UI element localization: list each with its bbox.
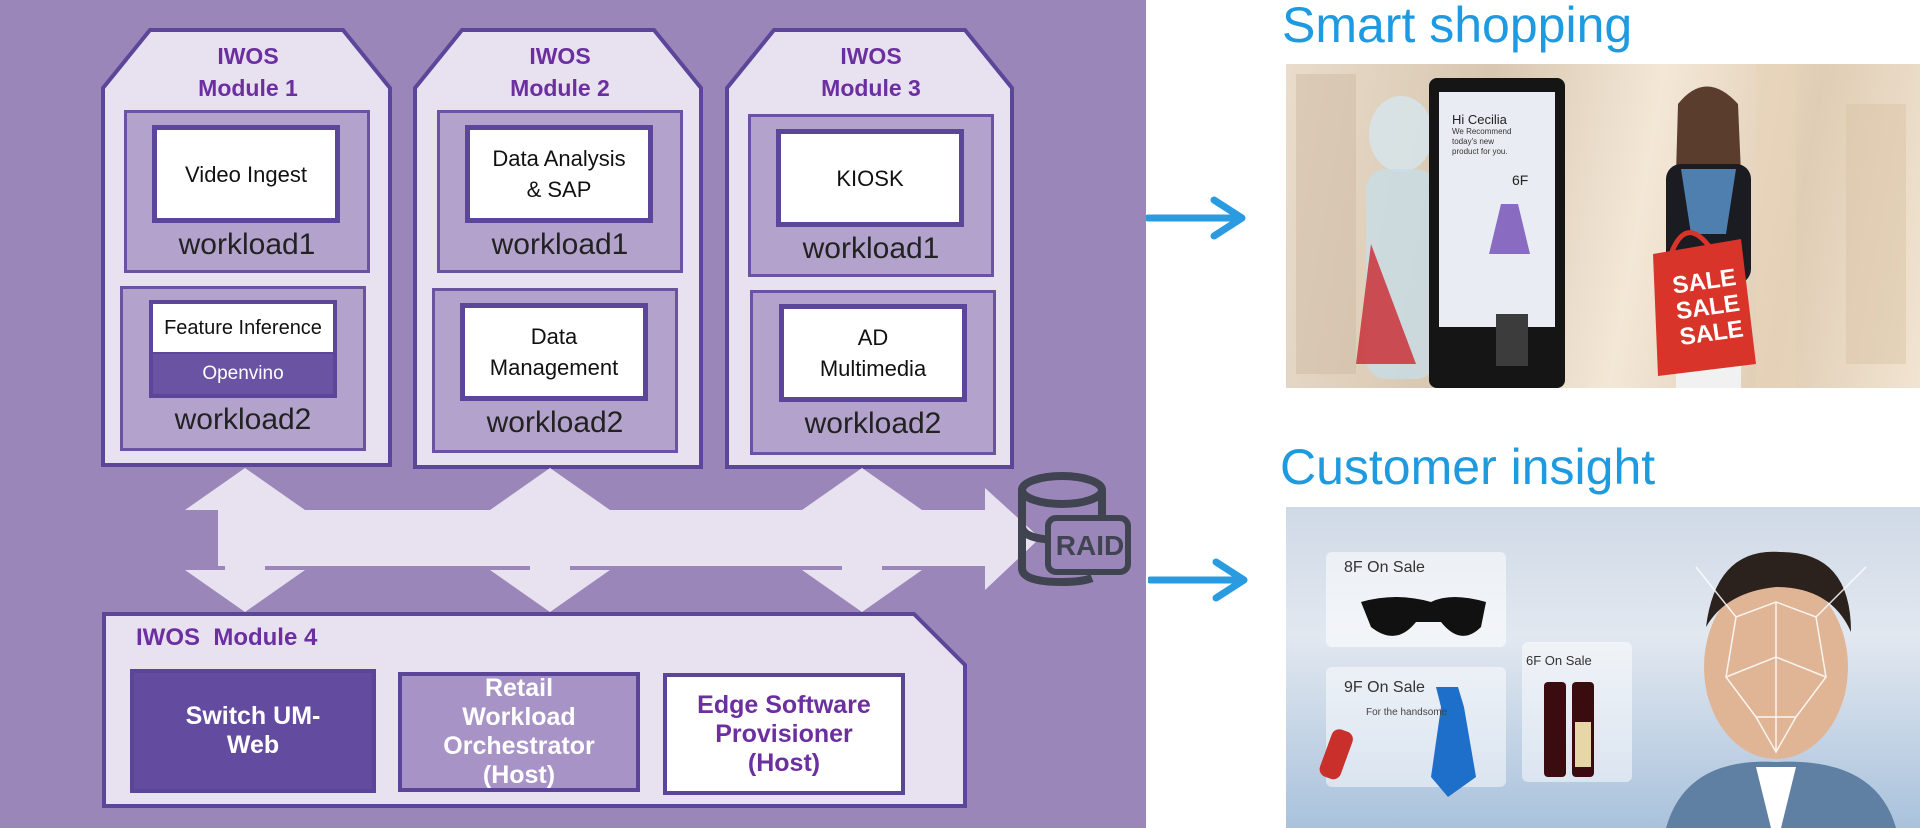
kiosk-floor-label: 6F (1512, 172, 1529, 188)
card3-label: 6F On Sale (1526, 653, 1592, 668)
smart-shopping-illustration (1296, 64, 1906, 388)
module1-workload2: Feature Inference Openvino workload2 (120, 286, 366, 451)
ad-multimedia-line2: Multimedia (819, 356, 927, 381)
feature-inference-label: Feature Inference (153, 304, 333, 354)
provisioner-line3: (Host) (747, 748, 821, 777)
kiosk-label: KIOSK (836, 165, 904, 191)
workload-label: workload2 (174, 403, 312, 436)
bus-arrows (185, 468, 1040, 612)
database-icon (1018, 472, 1131, 587)
workload-label: workload2 (486, 406, 624, 439)
module3-title-line1: IWOS (840, 43, 902, 69)
card1-label: 8F On Sale (1344, 559, 1425, 576)
orchestrator-line2: Workload (462, 703, 576, 731)
customer-insight-illustration (1319, 551, 1896, 828)
data-analysis-box: Data Analysis & SAP (465, 125, 653, 223)
module1-workload1: Video Ingest workload1 (124, 110, 370, 273)
orchestrator-line4: (Host) (482, 761, 556, 789)
module2-workload2: Data Management workload2 (432, 288, 678, 453)
feature-inference-box: Feature Inference Openvino (149, 300, 337, 398)
raid-label: RAID (1055, 530, 1125, 561)
kiosk-text-line: product for you. (1452, 147, 1508, 156)
retail-workload-orchestrator-box: Retail Workload Orchestrator (Host) (398, 672, 640, 792)
customer-insight-image: 8F On Sale 9F On Sale For the handsome 6… (1286, 507, 1920, 828)
kiosk-text-line: We Recommend (1452, 127, 1512, 136)
orchestrator-line1: Retail (484, 674, 554, 702)
module3-workload1: KIOSK workload1 (748, 114, 994, 277)
provisioner-line2: Provisioner (715, 719, 853, 748)
data-analysis-line2: & SAP (526, 177, 592, 202)
smart-shopping-heading: Smart shopping (1282, 0, 1633, 53)
workload-label: workload1 (491, 228, 629, 261)
module4-title: IWOS Module 4 (136, 624, 318, 651)
ad-multimedia-box: AD Multimedia (779, 304, 967, 402)
ad-multimedia-line1: AD (857, 325, 889, 350)
orchestrator-line3: Orchestrator (443, 732, 595, 760)
customer-insight-heading: Customer insight (1280, 439, 1656, 495)
arrow-right-icon (1146, 196, 1246, 240)
architecture-diagram-panel: IWOS Module 1 Video Ingest workload1 Fea… (0, 0, 1146, 828)
module1-title-line1: IWOS (217, 43, 279, 69)
module2-title-line1: IWOS (529, 43, 591, 69)
video-ingest-label: Video Ingest (185, 161, 307, 187)
kiosk-screen-text: Hi Cecilia We Recommend today's new prod… (1452, 112, 1542, 157)
raid-storage: RAID (1012, 468, 1132, 593)
kiosk-text-line: today's new (1452, 137, 1494, 146)
workload-label: workload1 (802, 232, 940, 265)
card2-label: 9F On Sale (1344, 679, 1425, 696)
edge-software-provisioner-box: Edge Software Provisioner (Host) (663, 673, 905, 795)
module1-title-line2: Module 1 (198, 75, 298, 101)
data-analysis-line1: Data Analysis (492, 146, 626, 171)
switch-line1: Switch UM- (185, 702, 321, 730)
switch-um-web-box: Switch UM- Web (130, 669, 376, 793)
module2-title: IWOS Module 2 (455, 40, 665, 104)
module3-title: IWOS Module 3 (766, 40, 976, 104)
module2-title-line2: Module 2 (510, 75, 610, 101)
kiosk-box: KIOSK (776, 129, 964, 227)
kiosk-greeting: Hi Cecilia (1452, 112, 1507, 127)
data-management-line1: Data (530, 324, 578, 349)
data-management-line2: Management (489, 355, 619, 380)
switch-line2: Web (226, 731, 280, 759)
module1-title: IWOS Module 1 (143, 40, 353, 104)
module3-workload2: AD Multimedia workload2 (750, 290, 996, 455)
module2-workload1: Data Analysis & SAP workload1 (437, 110, 683, 273)
workload-label: workload1 (178, 228, 316, 261)
smart-shopping-image: Hi Cecilia We Recommend today's new prod… (1286, 64, 1920, 388)
card2-sub-label: For the handsome (1366, 707, 1448, 718)
arrow-right-icon (1148, 558, 1248, 602)
module3-title-line2: Module 3 (821, 75, 921, 101)
workload-label: workload2 (804, 407, 942, 440)
openvino-label: Openvino (153, 354, 333, 394)
data-management-box: Data Management (460, 303, 648, 401)
provisioner-line1: Edge Software (697, 690, 871, 719)
sale-bag-text: SALE SALE SALE (1663, 264, 1753, 352)
video-ingest-box: Video Ingest (152, 125, 340, 223)
